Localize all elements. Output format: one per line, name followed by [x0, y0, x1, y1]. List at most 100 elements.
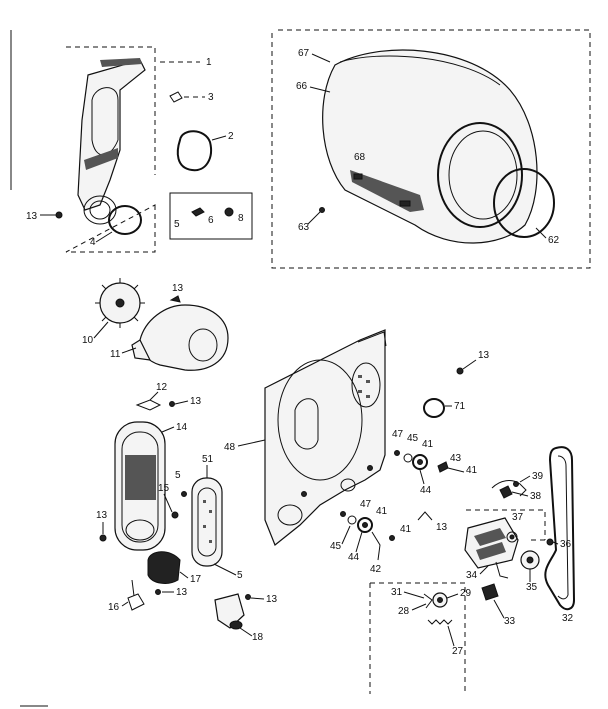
spring-27 [427, 619, 453, 625]
label-62: 62 [548, 235, 560, 246]
clip-13h [417, 511, 433, 521]
motor-windings [474, 528, 506, 560]
label-1: 1 [206, 57, 212, 68]
screw-13d [99, 534, 107, 542]
lint-housing-inner [121, 431, 159, 543]
label-3: 3 [208, 92, 214, 103]
leader-18 [239, 627, 253, 637]
idler-bracket-28 [423, 593, 433, 609]
leader-17 [179, 571, 189, 579]
label-63: 63 [298, 222, 310, 233]
motor-shaft [509, 534, 515, 540]
harness-38 [499, 485, 513, 499]
label-13e: 13 [176, 587, 188, 598]
screw-5b [181, 491, 187, 497]
bolt-47b [340, 511, 346, 517]
label-41c: 41 [376, 506, 388, 517]
screw-6 [191, 207, 205, 217]
leader-10 [93, 321, 109, 339]
seal-2 [176, 130, 212, 172]
filter-inner [197, 487, 217, 557]
label-13c: 13 [190, 396, 202, 407]
duct-group [40, 46, 156, 253]
label-27: 27 [452, 646, 464, 657]
label-17: 17 [190, 574, 202, 585]
harness-39 [491, 480, 527, 497]
rear-panel-port-lower [277, 504, 303, 526]
motor-bracket [495, 561, 509, 579]
label-16: 16 [108, 602, 120, 613]
label-2: 2 [228, 131, 234, 142]
label-43: 43 [450, 453, 462, 464]
leader-4 [95, 231, 113, 243]
leader-13f [250, 597, 265, 600]
bearing-44a [412, 454, 428, 470]
label-38: 38 [530, 491, 542, 502]
idler-hub [437, 597, 443, 603]
filter-dots [203, 500, 212, 543]
arm-42 [371, 531, 381, 561]
label-8: 8 [238, 213, 244, 224]
motor-34 [464, 517, 519, 569]
blower-housing-11 [139, 304, 229, 371]
label-5c: 5 [237, 570, 243, 581]
leader-13c [174, 400, 189, 405]
screw-13e [155, 589, 161, 595]
drum-front-opening [437, 122, 523, 228]
rear-panel-bolt-a [301, 491, 307, 497]
bracket-12 [135, 399, 162, 411]
leader-45b [341, 525, 351, 545]
lint-screen-hatch [125, 455, 156, 500]
label-66: 66 [296, 81, 308, 92]
drum-clip-right [399, 200, 411, 207]
washer-45a [403, 453, 413, 463]
label-18: 18 [252, 632, 264, 643]
leader-44b [355, 531, 363, 553]
fan-blades [95, 278, 145, 328]
label-42: 42 [370, 564, 382, 575]
lint-housing-port [125, 519, 155, 541]
leader-28 [411, 603, 427, 611]
label-45b: 45 [330, 541, 342, 552]
blower [95, 278, 229, 371]
nut-8 [224, 207, 234, 217]
drum-body [322, 49, 538, 244]
label-36: 36 [560, 539, 572, 550]
screw-13f [245, 594, 251, 600]
plug-17 [147, 551, 181, 584]
rear-panel-48 [264, 329, 386, 546]
drum [319, 49, 555, 244]
fan-hub [115, 298, 125, 308]
leader-16 [121, 601, 129, 607]
leader-12 [149, 391, 159, 401]
label-13h: 13 [436, 522, 448, 533]
leader-27 [447, 625, 455, 647]
blower-outlet [131, 339, 152, 361]
screw-13-top [55, 211, 63, 219]
label-4: 4 [90, 237, 96, 248]
label-67: 67 [298, 48, 310, 59]
leader-67 [311, 53, 331, 63]
label-13b: 13 [172, 283, 184, 294]
duct-outlet-ring [83, 195, 117, 225]
motor [464, 517, 554, 579]
bearing-44a-hub [417, 459, 423, 465]
upper-bearing-group [394, 450, 449, 473]
drum-front-inner [448, 130, 518, 220]
seal-71 [423, 398, 445, 418]
label-10: 10 [82, 335, 94, 346]
rear-panel [264, 329, 464, 546]
drum-clip-left [353, 173, 363, 180]
clip-13b [169, 295, 181, 303]
label-39: 39 [532, 471, 544, 482]
leader-2 [211, 135, 227, 141]
harness-plug [513, 481, 519, 487]
screw-15 [171, 511, 179, 519]
leader-33 [493, 599, 505, 619]
label-13f: 13 [266, 594, 278, 605]
leader-63 [307, 211, 321, 225]
label-71: 71 [454, 401, 466, 412]
duct-opening [91, 87, 119, 156]
drum-group-border [271, 29, 591, 269]
wire-16 [131, 579, 135, 597]
